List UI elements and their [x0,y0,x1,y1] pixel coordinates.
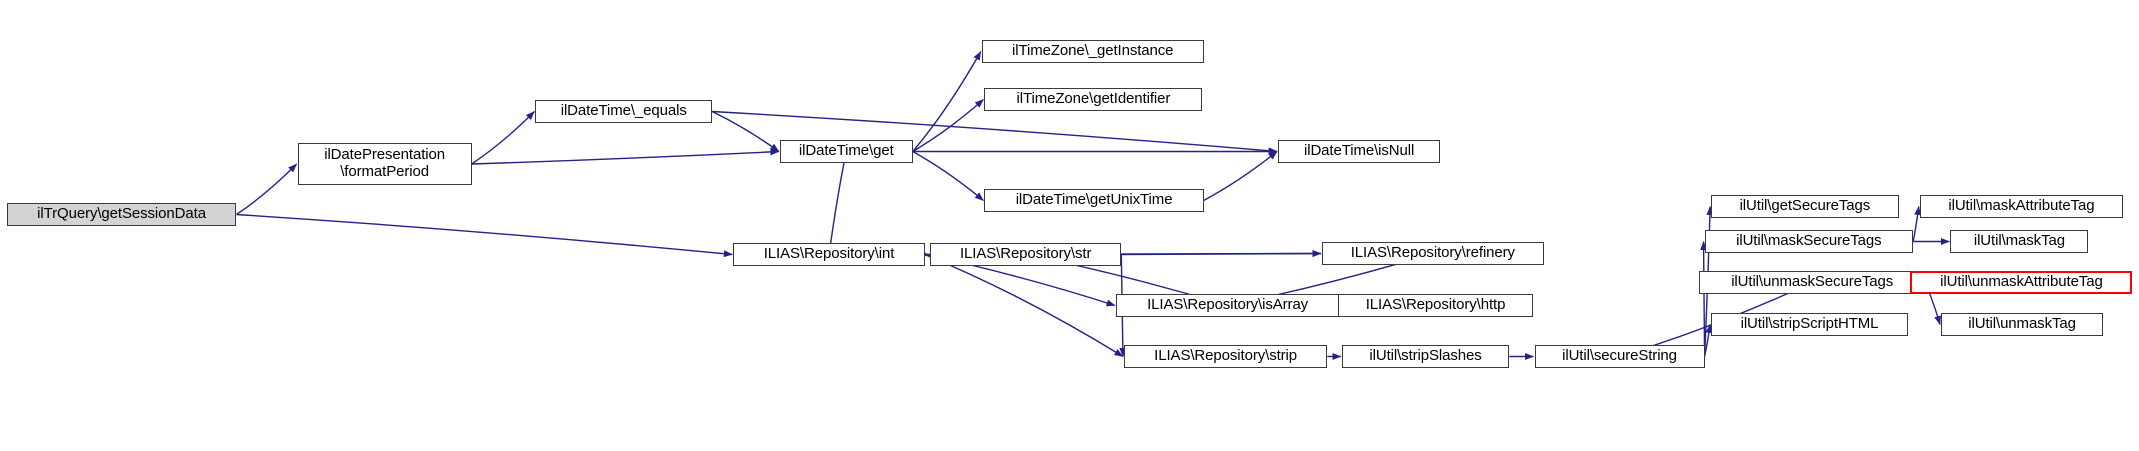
graph-node-maskAttributeTag[interactable]: ilUtil\maskAttributeTag [1919,195,2124,218]
graph-edge-maskSecureTags-to-maskAttributeTag [1912,206,1922,242]
graph-node-label: ilDateTime\getUnixTime [1015,191,1173,209]
graph-node-http[interactable]: ILIAS\Repository\http [1337,294,1534,317]
graph-node-label: ilUtil\unmaskAttributeTag [1940,273,2103,291]
graph-node-label: ILIAS\Repository\http [1365,296,1506,314]
graph-node-label: ilUtil\unmaskTag [1968,315,2076,333]
graph-edge-getSessionData-to-formatPeriod [236,163,298,216]
graph-edge-formatPeriod-to-equals [471,111,535,165]
graph-node-maskSecureTags[interactable]: ilUtil\maskSecureTags [1704,230,1914,253]
graph-node-label: ilUtil\unmaskSecureTags [1731,273,1894,291]
graph-edge-str-to-refinery [1121,250,1322,258]
graph-node-unmaskTag[interactable]: ilUtil\unmaskTag [1941,313,2104,336]
graph-node-formatPeriod[interactable]: ilDatePresentation \formatPeriod [297,143,472,185]
graph-node-int[interactable]: ILIAS\Repository\int [733,243,925,266]
graph-node-unmaskSecureTags[interactable]: ilUtil\unmaskSecureTags [1699,271,1926,294]
graph-node-label: ilUtil\maskAttributeTag [1948,197,2095,215]
graph-node-label: ilUtil\stripSlashes [1369,347,1482,365]
graph-node-unmaskAttributeTag[interactable]: ilUtil\unmaskAttributeTag [1910,271,2133,294]
graph-node-str[interactable]: ILIAS\Repository\str [930,243,1122,266]
graph-edge-equals-to-get [711,110,780,153]
graph-edge-getUnixTime-to-isNull [1203,150,1278,202]
graph-node-secureString[interactable]: ilUtil\secureString [1534,345,1705,368]
graph-edge-formatPeriod-to-get [471,148,780,165]
graph-node-isNull[interactable]: ilDateTime\isNull [1278,140,1441,163]
graph-node-label: ilUtil\maskTag [1973,232,2065,250]
graph-edge-get-to-getIdentifier [912,98,984,153]
graph-edge-get-to-int [826,151,847,255]
graph-node-isArray[interactable]: ILIAS\Repository\isArray [1116,294,1340,317]
graph-node-label: ILIAS\Repository\str [959,245,1092,263]
graph-node-label: ILIAS\Repository\isArray [1147,296,1309,314]
graph-node-getIdentifier[interactable]: ilTimeZone\getIdentifier [984,88,1203,111]
graph-node-label: ilDateTime\isNull [1303,142,1415,160]
graph-node-stripSlashes[interactable]: ilUtil\stripSlashes [1341,345,1510,368]
graph-node-maskTag[interactable]: ilUtil\maskTag [1950,230,2089,253]
graph-node-label: ILIAS\Repository\int [763,245,895,263]
graph-edge-equals-to-isNull [712,110,1278,155]
graph-edge-getSessionData-to-int [236,213,733,258]
graph-node-label: ilTimeZone\_getInstance [1012,42,1174,60]
graph-node-getSecureTags[interactable]: ilUtil\getSecureTags [1711,195,1899,218]
graph-edge-secureString-to-maskSecureTags [1700,241,1708,357]
graph-node-label: ilDatePresentation \formatPeriod [324,146,445,180]
graph-node-strip[interactable]: ILIAS\Repository\strip [1123,345,1328,368]
graph-node-label: ilUtil\maskSecureTags [1736,232,1882,250]
graph-node-getUnixTime[interactable]: ilDateTime\getUnixTime [984,189,1204,212]
graph-node-label: ilDateTime\get [798,142,894,160]
graph-node-getInstance[interactable]: ilTimeZone\_getInstance [981,40,1204,63]
graph-node-label: ilUtil\secureString [1562,347,1677,365]
graph-node-label: ilDateTime\_equals [560,102,687,120]
graph-node-label: ILIAS\Repository\strip [1154,347,1298,365]
graph-node-stripScriptHTML[interactable]: ilUtil\stripScriptHTML [1711,313,1908,336]
graph-node-get[interactable]: ilDateTime\get [779,140,913,163]
graph-node-getSessionData[interactable]: ilTrQuery\getSessionData [6,203,237,226]
graph-node-label: ilTimeZone\getIdentifier [1016,90,1171,108]
graph-node-equals[interactable]: ilDateTime\_equals [535,100,713,123]
graph-node-label: ilUtil\stripScriptHTML [1740,315,1879,333]
graph-edge-secureString-to-stripScriptHTML [1703,324,1713,357]
graph-edge-get-to-getInstance [912,51,982,152]
graph-node-label: ILIAS\Repository\refinery [1350,244,1515,262]
graph-edge-get-to-getUnixTime [912,150,984,202]
graph-node-label: ilTrQuery\getSessionData [37,205,206,223]
graph-node-refinery[interactable]: ILIAS\Repository\refinery [1321,242,1544,265]
graph-node-label: ilUtil\getSecureTags [1739,197,1871,215]
